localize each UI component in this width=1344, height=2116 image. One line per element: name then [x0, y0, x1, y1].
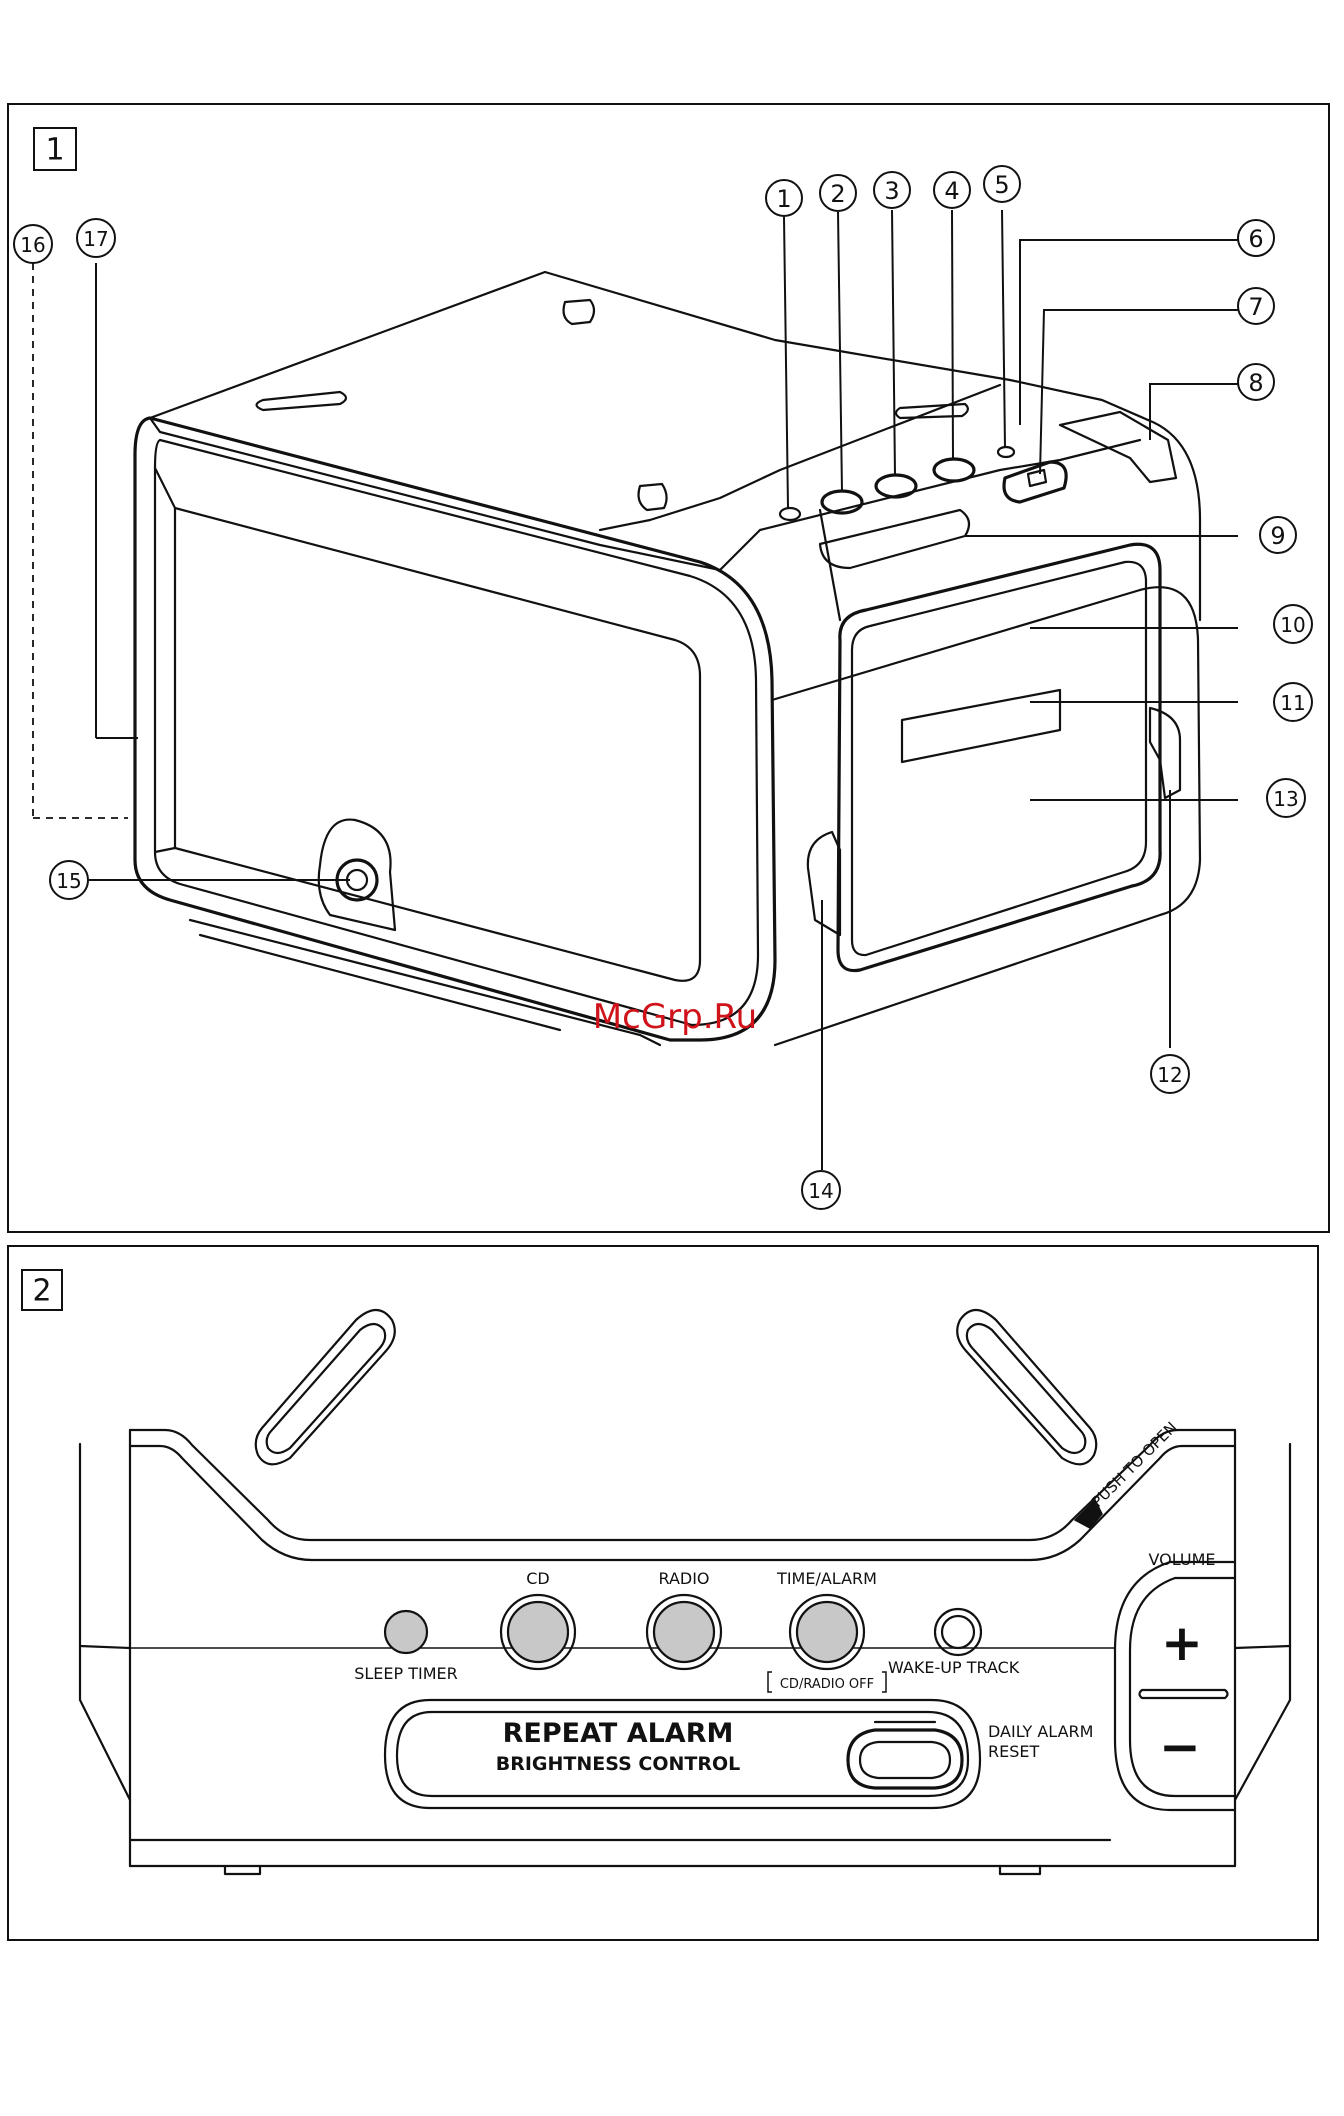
- callout-13: 13: [1267, 779, 1305, 817]
- svg-text:4: 4: [944, 177, 959, 205]
- brightness-control-label: BRIGHTNESS CONTROL: [496, 1753, 741, 1775]
- callout-5: 5: [984, 166, 1020, 202]
- callout-3: 3: [874, 172, 910, 208]
- time-alarm-button[interactable]: [797, 1602, 857, 1662]
- svg-text:15: 15: [56, 869, 81, 893]
- svg-text:6: 6: [1248, 225, 1263, 253]
- leader-1: [784, 217, 788, 508]
- svg-text:12: 12: [1157, 1063, 1182, 1087]
- svg-text:14: 14: [808, 1179, 833, 1203]
- volume-plus: +: [1161, 1614, 1203, 1672]
- push-to-open-label: PUSH TO OPEN: [1088, 1418, 1181, 1511]
- daily-alarm-reset-button[interactable]: [848, 1730, 962, 1788]
- callout-17: 17: [77, 219, 115, 257]
- volume-minus: −: [1159, 1718, 1201, 1776]
- panel-2-frame: [8, 1246, 1318, 1940]
- panel-1-frame: [8, 104, 1329, 1232]
- svg-text:10: 10: [1280, 613, 1305, 637]
- svg-text:13: 13: [1273, 787, 1298, 811]
- callout-8: 8: [1238, 364, 1274, 400]
- volume-label: VOLUME: [1149, 1550, 1216, 1569]
- repeat-alarm-label: REPEAT ALARM: [503, 1718, 734, 1749]
- svg-text:17: 17: [83, 227, 108, 251]
- svg-text:2: 2: [830, 180, 845, 208]
- svg-text:1: 1: [776, 185, 791, 213]
- reset-label: RESET: [988, 1742, 1039, 1761]
- sleep-timer-button[interactable]: [385, 1611, 427, 1653]
- callout-12: 12: [1151, 1055, 1189, 1093]
- leader-5: [1002, 210, 1005, 448]
- wake-up-track-button[interactable]: [942, 1616, 974, 1648]
- leader-4: [952, 210, 953, 460]
- leader-6: [1020, 240, 1238, 425]
- callout-7: 7: [1238, 288, 1274, 324]
- svg-text:5: 5: [994, 171, 1009, 199]
- radio-front-face: [135, 418, 775, 1045]
- cd-label: CD: [526, 1569, 550, 1588]
- callout-1: 1: [766, 180, 802, 216]
- leader-8: [1150, 384, 1238, 440]
- callout-10: 10: [1274, 605, 1312, 643]
- time-alarm-label: TIME/ALARM: [776, 1569, 877, 1588]
- svg-text:9: 9: [1270, 522, 1285, 550]
- callout-2: 2: [820, 175, 856, 211]
- svg-text:8: 8: [1248, 369, 1263, 397]
- svg-text:16: 16: [20, 233, 45, 257]
- svg-text:3: 3: [884, 177, 899, 205]
- leader-3: [892, 210, 895, 476]
- radio-top-face: [150, 272, 1176, 570]
- daily-alarm-label: DAILY ALARM: [988, 1722, 1093, 1741]
- callout-16: 16: [14, 225, 52, 263]
- callout-9: 9: [1260, 517, 1296, 553]
- radio-button[interactable]: [654, 1602, 714, 1662]
- radio-label: RADIO: [658, 1569, 709, 1588]
- cd-button[interactable]: [508, 1602, 568, 1662]
- svg-text:7: 7: [1248, 293, 1263, 321]
- svg-text:11: 11: [1280, 691, 1305, 715]
- callout-15: 15: [50, 861, 88, 899]
- cd-radio-off-label: CD/RADIO OFF: [780, 1677, 874, 1692]
- panel-1-number: 1: [45, 133, 64, 168]
- panel-2-number: 2: [32, 1274, 51, 1309]
- wake-up-track-label: WAKE-UP TRACK: [888, 1658, 1020, 1677]
- sleep-timer-label: SLEEP TIMER: [354, 1664, 458, 1683]
- callout-14: 14: [802, 1171, 840, 1209]
- callout-4: 4: [934, 172, 970, 208]
- callout-6: 6: [1238, 220, 1274, 256]
- watermark: McGrp.Ru: [593, 997, 757, 1037]
- callout-11: 11: [1274, 683, 1312, 721]
- control-panel-drawing: [80, 1310, 1290, 1874]
